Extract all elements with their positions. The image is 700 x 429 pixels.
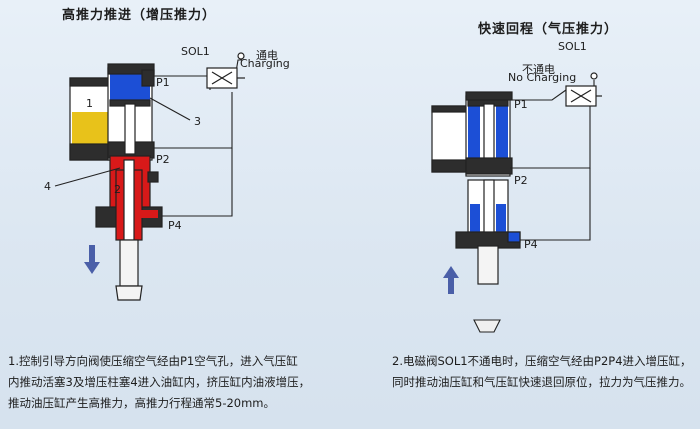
- side-cylinder-oil: [72, 112, 108, 144]
- right-piping: [510, 80, 595, 241]
- left-state-en: Charging: [240, 57, 290, 70]
- left-part-3: 3: [194, 115, 201, 128]
- left-note: 1.控制引导方向阀使压缩空气经由P1空气孔，进入气压缸 内推动活塞3及增压柱塞4…: [8, 351, 348, 414]
- left-sol-label: SOL1: [181, 45, 210, 58]
- left-part-2: 2: [114, 183, 121, 196]
- clamp-jaw: [473, 319, 501, 333]
- left-port-p4: P4: [168, 219, 182, 232]
- solenoid-valve-icon-right: [565, 72, 602, 107]
- left-port-p1: P1: [156, 76, 170, 89]
- left-part-4: 4: [44, 180, 51, 193]
- solenoid-valve-icon: [206, 52, 245, 89]
- left-cylinder: [69, 63, 163, 301]
- output-rod: [119, 239, 139, 287]
- left-note-line-2: 内推动活塞3及增压柱塞4进入油缸内，挤压缸内油液增压，: [8, 375, 311, 389]
- left-title: 高推力推进（增压推力）: [62, 8, 217, 23]
- right-cylinder: [431, 91, 521, 285]
- right-title: 快速回程（气压推力）: [478, 22, 619, 37]
- left-part-1: 1: [86, 97, 93, 110]
- right-port-p1: P1: [514, 98, 528, 111]
- right-port-p2: P2: [514, 174, 528, 187]
- right-note-line-1: 2.电磁阀SOL1不通电时，压缩空气经由P2P4进入增压缸，: [392, 354, 692, 368]
- left-note-line-1: 1.控制引导方向阀使压缩空气经由P1空气孔，进入气压缸: [8, 354, 298, 368]
- right-port-p4: P4: [524, 238, 538, 251]
- down-arrow-icon: [84, 245, 100, 274]
- left-port-p2: P2: [156, 153, 170, 166]
- right-note-line-2: 同时推动油压缸和气压缸快速退回原位，拉力为气压推力。: [392, 375, 691, 389]
- right-note: 2.电磁阀SOL1不通电时，压缩空气经由P2P4进入增压缸， 同时推动油压缸和气…: [392, 351, 697, 393]
- left-note-line-3: 推动油压缸产生高推力，高推力行程通常5-20mm。: [8, 396, 276, 410]
- left-state-cn: 通电: [256, 49, 278, 62]
- right-state-cn: 不通电: [522, 63, 555, 76]
- right-state-en: No Charging: [508, 71, 577, 84]
- up-arrow-icon: [443, 266, 459, 294]
- right-sol-label: SOL1: [558, 40, 587, 53]
